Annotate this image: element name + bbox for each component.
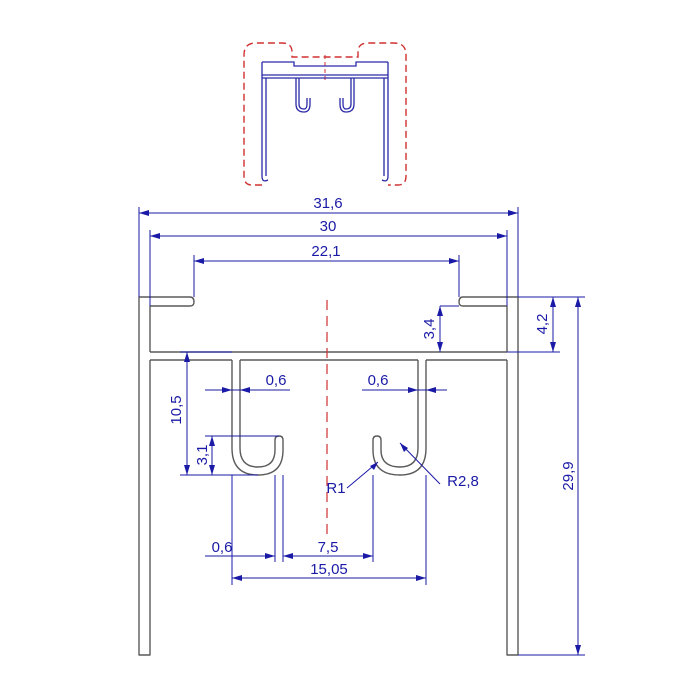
thumbnail-left-wall <box>261 62 269 182</box>
dim-overall-width: 31,6 <box>313 195 342 212</box>
dim-wall-right: 0,6 <box>368 372 389 389</box>
dim-lip-depth: 3,4 <box>421 319 438 340</box>
dim-wall-left: 0,6 <box>266 372 287 389</box>
right-hook-outer <box>372 360 427 476</box>
thumbnail-profile <box>243 42 407 186</box>
thumbnail-right-wall <box>381 62 389 182</box>
dimension-arrows <box>139 210 581 655</box>
dim-hook-curl: 3,1 <box>194 445 211 466</box>
thumbnail-left-hook <box>295 78 311 113</box>
dim-hook-gap: 7,5 <box>318 539 339 556</box>
right-inner-wall <box>506 360 510 656</box>
dim-inner-width: 30 <box>320 218 337 235</box>
dim-outer-radius: R2,8 <box>447 473 479 490</box>
thumbnail-right-hook <box>339 78 355 113</box>
dim-slot-opening: 22,1 <box>311 243 340 260</box>
thumbnail-inner-top <box>262 61 388 67</box>
dim-hook-depth: 10,5 <box>168 395 185 424</box>
thumbnail-right-hook-inner <box>342 78 352 110</box>
dim-total-height: 29,9 <box>560 461 577 490</box>
thumbnail-left-hook-inner <box>298 78 308 110</box>
dim-hook-thickness: 0,6 <box>212 539 233 556</box>
left-outer-wall <box>138 296 195 656</box>
dim-inner-radius: R1 <box>326 480 345 497</box>
right-outer-wall <box>458 296 519 656</box>
leader-outer-radius <box>399 442 441 485</box>
dim-hook-span: 15,05 <box>310 561 348 578</box>
left-inner-wall <box>143 360 151 656</box>
dim-top-depth: 4,2 <box>534 314 551 335</box>
